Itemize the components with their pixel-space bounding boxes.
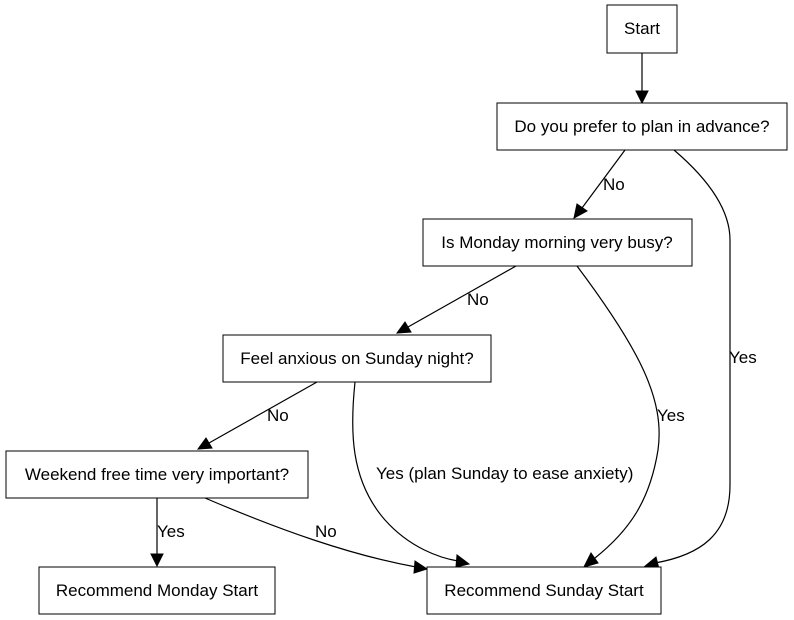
edge-anxious-no <box>196 381 318 450</box>
node-sunday-anxious-label: Feel anxious on Sunday night? <box>240 349 473 368</box>
edge-weekend-no <box>204 497 429 574</box>
edge-monday-no <box>395 265 517 334</box>
edge-label-anxious-no: No <box>267 406 289 425</box>
edge-label-monday-yes: Yes <box>657 406 685 425</box>
node-recommend-monday-label: Recommend Monday Start <box>56 581 258 600</box>
node-recommend-sunday-label: Recommend Sunday Start <box>444 581 644 600</box>
node-recommend-monday[interactable]: Recommend Monday Start <box>38 566 276 615</box>
node-plan-advance[interactable]: Do you prefer to plan in advance? <box>496 102 788 151</box>
node-weekend-free[interactable]: Weekend free time very important? <box>5 450 309 499</box>
node-weekend-free-label: Weekend free time very important? <box>25 465 289 484</box>
edge-label-weekend-no: No <box>315 522 337 541</box>
node-plan-advance-label: Do you prefer to plan in advance? <box>514 117 769 136</box>
node-sunday-anxious[interactable]: Feel anxious on Sunday night? <box>222 334 492 383</box>
edge-label-monday-no: No <box>467 290 489 309</box>
edge-label-plan-no: No <box>603 175 625 194</box>
edge-label-plan-yes: Yes <box>729 348 757 367</box>
node-monday-busy-label: Is Monday morning very busy? <box>441 233 673 252</box>
edge-label-anxious-yes: Yes (plan Sunday to ease anxiety) <box>376 464 633 483</box>
edge-anxious-yes <box>352 381 471 568</box>
node-recommend-sunday[interactable]: Recommend Sunday Start <box>426 566 662 615</box>
edge-start-to-plan <box>635 53 649 105</box>
edge-plan-yes <box>642 149 731 570</box>
edge-plan-no <box>573 149 626 219</box>
edge-weekend-yes <box>150 498 164 568</box>
node-start-label: Start <box>624 19 660 38</box>
edge-label-weekend-yes: Yes <box>157 522 185 541</box>
node-start[interactable]: Start <box>606 4 678 54</box>
node-monday-busy[interactable]: Is Monday morning very busy? <box>422 218 693 267</box>
edge-monday-yes <box>576 265 660 568</box>
